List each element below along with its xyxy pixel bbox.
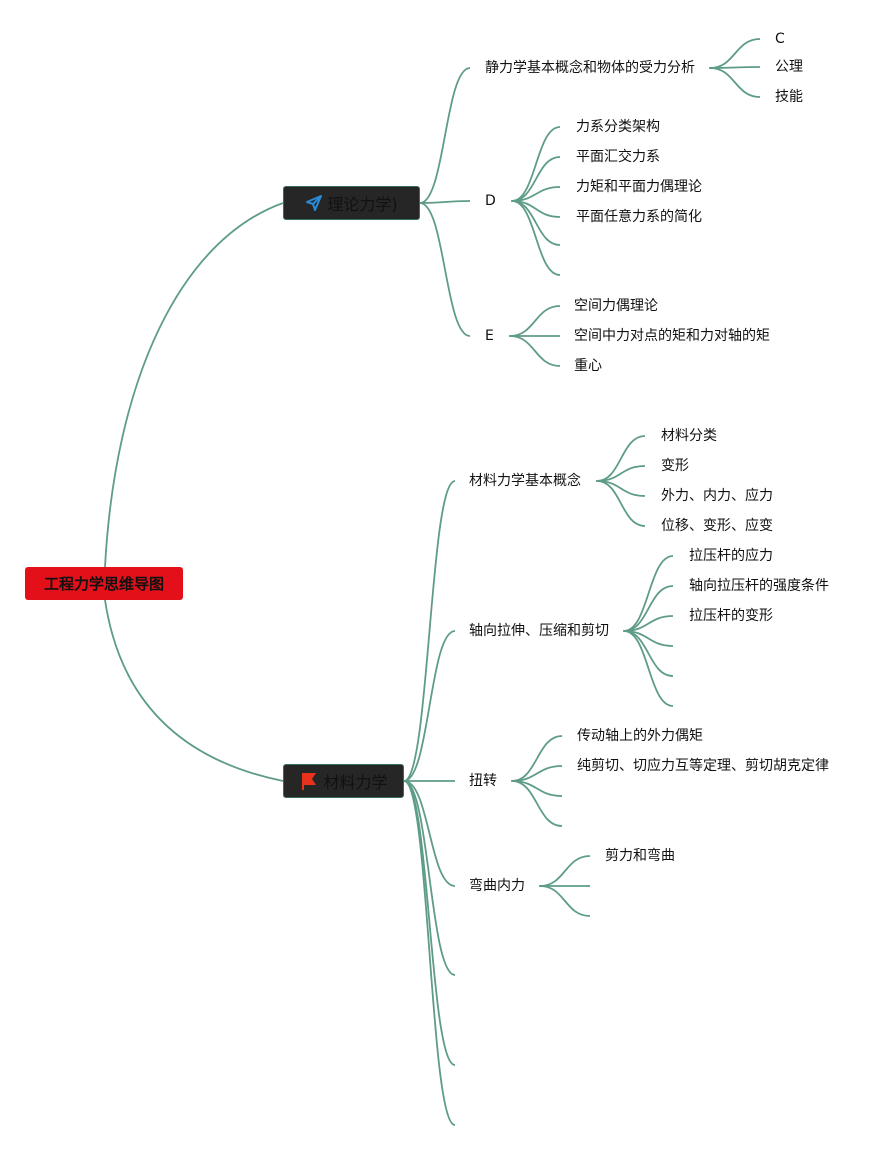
root-link (104, 202, 284, 568)
topic-node[interactable]: 静力学基本概念和物体的受力分析 (485, 60, 695, 76)
subtopic-link (511, 126, 561, 202)
subtopic-node[interactable]: 平面任意力系的简化 (576, 209, 702, 225)
subtopic-link (623, 555, 674, 632)
branch-label: 材料力学 (323, 773, 388, 792)
subtopic-link (709, 66, 761, 69)
paper-plane-icon (306, 195, 323, 211)
root-node[interactable]: 工程力学思维导图 (25, 567, 183, 600)
branch-link (403, 780, 456, 976)
branch-link (403, 780, 456, 1126)
subtopic-link (511, 200, 561, 276)
root-label: 工程力学思维导图 (43, 575, 164, 593)
subtopic-node[interactable]: 位移、变形、应变 (661, 518, 773, 534)
branch-link (403, 780, 456, 887)
branch-link (403, 780, 456, 1066)
subtopic-node[interactable]: C (775, 31, 785, 47)
subtopic-link (709, 67, 761, 98)
subtopic-node[interactable]: 变形 (661, 458, 689, 474)
root-link (104, 599, 284, 782)
subtopic-node[interactable]: 材料分类 (661, 428, 717, 444)
flag-icon (302, 773, 317, 790)
subtopic-node[interactable]: 空间中力对点的矩和力对轴的矩 (574, 328, 770, 344)
topic-node[interactable]: D (485, 193, 496, 209)
topic-node[interactable]: 弯曲内力 (469, 878, 525, 894)
subtopic-link (511, 780, 563, 827)
subtopic-link (509, 305, 561, 337)
subtopic-node[interactable]: 力系分类架构 (576, 119, 660, 135)
branch-link (419, 67, 471, 204)
branch-link (403, 480, 456, 782)
branch-link (419, 200, 471, 204)
branch-link (403, 630, 456, 782)
subtopic-node[interactable]: 拉压杆的应力 (689, 548, 773, 564)
topic-node[interactable]: 材料力学基本概念 (469, 473, 581, 489)
subtopic-link (539, 885, 591, 917)
subtopic-link (539, 855, 591, 887)
subtopic-node[interactable]: 技能 (775, 89, 803, 105)
branch-node-theoretical-mechanics[interactable]: 理论力学) (283, 186, 420, 220)
subtopic-link (509, 335, 561, 367)
subtopic-node[interactable]: 传动轴上的外力偶矩 (577, 728, 703, 744)
subtopic-link (623, 630, 674, 707)
subtopic-node[interactable]: 外力、内力、应力 (661, 488, 773, 504)
topic-node[interactable]: 扭转 (469, 773, 497, 789)
branch-node-materials-mechanics[interactable]: 材料力学 (283, 764, 404, 798)
subtopic-node[interactable]: 拉压杆的变形 (689, 608, 773, 624)
subtopic-node[interactable]: 公理 (775, 59, 803, 75)
subtopic-node[interactable]: 平面汇交力系 (576, 149, 660, 165)
subtopic-node[interactable]: 力矩和平面力偶理论 (576, 179, 702, 195)
subtopic-node[interactable]: 纯剪切、切应力互等定理、剪切胡克定律 (577, 758, 829, 774)
branch-label: 理论力学) (327, 195, 398, 214)
subtopic-node[interactable]: 空间力偶理论 (574, 298, 658, 314)
topic-node[interactable]: 轴向拉伸、压缩和剪切 (469, 623, 609, 639)
subtopic-link (709, 38, 761, 69)
subtopic-node[interactable]: 轴向拉压杆的强度条件 (689, 578, 829, 594)
branch-link (419, 202, 471, 337)
subtopic-node[interactable]: 重心 (574, 358, 602, 374)
subtopic-link (596, 480, 646, 527)
subtopic-node[interactable]: 剪力和弯曲 (605, 848, 675, 864)
topic-node[interactable]: E (485, 328, 494, 344)
